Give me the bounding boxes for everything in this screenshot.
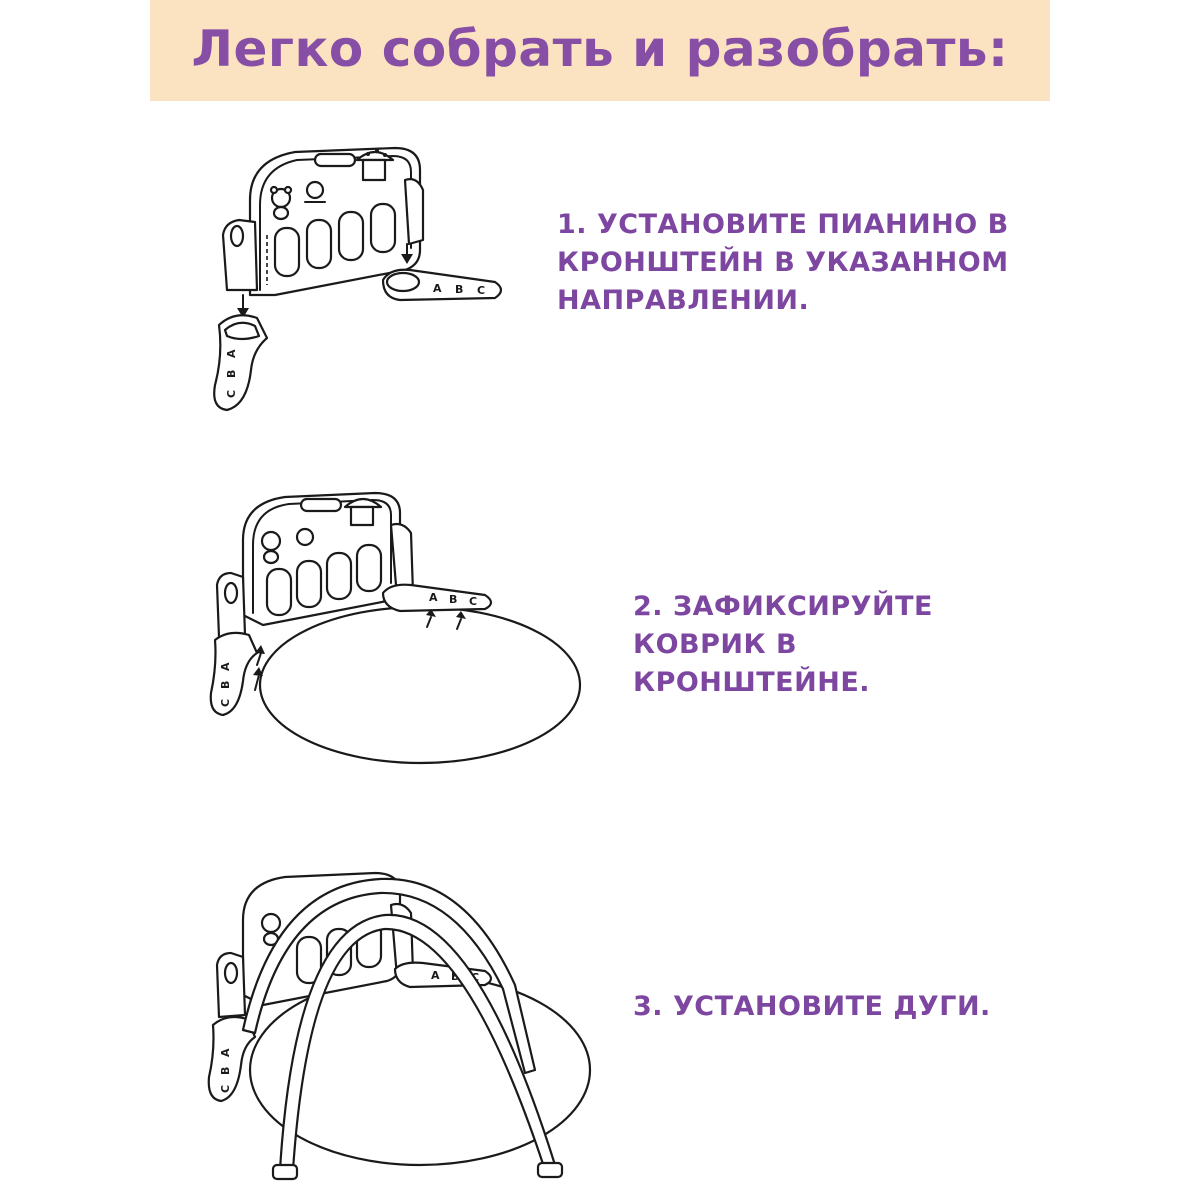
- piano-bracket-install-icon: A B C C B A: [213, 146, 503, 412]
- bracket-letter-c: C: [469, 595, 477, 608]
- arches-install-icon: A B C C B A: [207, 871, 592, 1181]
- page-title: Легко собрать и разобрать:: [191, 19, 1009, 78]
- step-1-line: 1. УСТАНОВИТЕ ПИАНИНО В: [557, 209, 1009, 240]
- bracket-letter-c: C: [219, 1085, 232, 1093]
- step-1-text: 1. УСТАНОВИТЕ ПИАНИНО В КРОНШТЕЙН В УКАЗ…: [557, 206, 1009, 320]
- bracket-letter-a: A: [429, 591, 438, 604]
- step-2-line: КОВРИК В: [633, 629, 798, 660]
- step-3-text: 3. УСТАНОВИТЕ ДУГИ.: [633, 988, 991, 1026]
- bracket-letter-c: C: [477, 284, 485, 297]
- bracket-letter-a: A: [219, 1048, 232, 1057]
- step-1-line: КРОНШТЕЙН В УКАЗАННОМ: [557, 247, 1009, 278]
- bracket-letter-b: B: [219, 681, 232, 689]
- header-banner: Легко собрать и разобрать:: [150, 0, 1050, 101]
- bracket-letter-a: A: [219, 662, 232, 671]
- step-2-text: 2. ЗАФИКСИРУЙТЕ КОВРИК В КРОНШТЕЙНЕ.: [633, 588, 933, 702]
- bracket-letter-b: B: [219, 1067, 232, 1075]
- bracket-letter-a: A: [433, 282, 442, 295]
- bracket-letter-b: B: [455, 283, 463, 296]
- bracket-letter-a: A: [431, 969, 440, 982]
- bracket-letter-b: B: [449, 593, 457, 606]
- step-2-line: 2. ЗАФИКСИРУЙТЕ: [633, 591, 933, 622]
- bracket-letter-c: C: [225, 390, 238, 398]
- step-3-line: 3. УСТАНОВИТЕ ДУГИ.: [633, 991, 991, 1022]
- bracket-letter-a: A: [225, 349, 238, 358]
- step-2-line: КРОНШТЕЙНЕ.: [633, 667, 871, 698]
- bracket-letter-c: C: [219, 699, 232, 707]
- bracket-letter-b: B: [225, 370, 238, 378]
- step-1-line: НАПРАВЛЕНИИ.: [557, 285, 810, 316]
- mat-fixing-icon: A B C C B A: [209, 491, 582, 765]
- bracket-letter-b: B: [451, 970, 459, 983]
